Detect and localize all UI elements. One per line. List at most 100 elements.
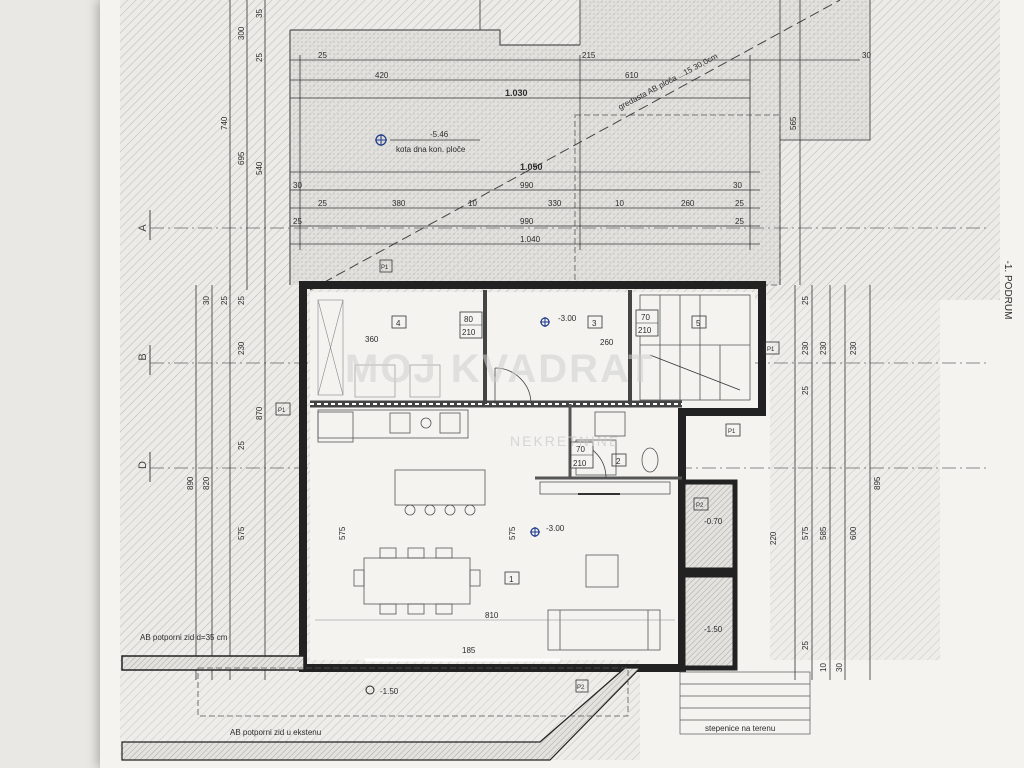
dim-left-25c: 25 <box>220 296 229 305</box>
dim-right-895: 895 <box>873 476 882 490</box>
dining-table <box>353 547 481 615</box>
room-number-3: 3 <box>592 319 597 328</box>
dim-top-r4a: 25 <box>318 199 327 208</box>
dim-left-695: 695 <box>237 151 246 165</box>
dim-left-890: 890 <box>186 476 195 490</box>
dim-left-25d: 25 <box>237 441 246 450</box>
bottom-dim: 185 <box>462 646 476 655</box>
staircase <box>639 294 751 401</box>
dim-top-r4c: 10 <box>468 199 477 208</box>
door-210-b: 210 <box>638 326 652 335</box>
level-top-note: kota dna kon. ploče <box>396 145 466 154</box>
room-numbers: 4 3 5 2 1 <box>391 315 707 585</box>
dim-left-870: 870 <box>255 406 264 420</box>
watermark-text: MOJ KVADRAT <box>345 347 654 391</box>
door-210-c: 210 <box>573 459 587 468</box>
dim-left-35: 35 <box>255 9 264 18</box>
tag-4: P1 <box>728 429 736 435</box>
dim-top-r5c: 25 <box>735 217 744 226</box>
dim-top-total2: 1.050 <box>520 162 543 172</box>
dim-top-total3: 1.040 <box>520 235 541 244</box>
dim-top-r4f: 260 <box>681 199 695 208</box>
watermark: MOJ KVADRAT NEKRETNINE <box>345 347 654 449</box>
wall-note-2: AB potporni zid u ekstenu <box>230 728 321 737</box>
dim-top-r2b: 610 <box>625 71 639 80</box>
dim-top-r4e: 10 <box>615 199 624 208</box>
room-dim-360: 360 <box>365 335 379 344</box>
axis-label-a: A <box>137 224 149 232</box>
dim-left-575: 575 <box>237 526 246 540</box>
living-area <box>539 481 671 651</box>
door-70-a: 70 <box>641 313 650 322</box>
axis-label-b: B <box>137 353 149 360</box>
tag-1: P1 <box>381 265 389 271</box>
dim-left-540: 540 <box>255 161 264 175</box>
dim-right-565: 565 <box>789 116 798 130</box>
room-number-5: 5 <box>696 319 701 328</box>
dim-top-r4b: 380 <box>392 199 406 208</box>
door-210-a: 210 <box>462 328 476 337</box>
room-dim-810: 810 <box>485 611 499 620</box>
dim-top-r1a: 25 <box>318 51 327 60</box>
dim-top-r4d: 330 <box>548 199 562 208</box>
dim-right-600: 600 <box>849 526 858 540</box>
right-dimension-lines <box>779 0 871 680</box>
room-dim-575b: 575 <box>508 526 517 540</box>
dim-top-r5a: 25 <box>293 217 302 226</box>
dim-right-230b: 230 <box>819 341 828 355</box>
level-room-3: -3.00 <box>558 314 577 323</box>
room-dimensions: 360 260 575 575 810 <box>315 335 675 621</box>
tag-2: P1 <box>278 408 286 414</box>
retaining-wall: AB potporni zid d=35 cm AB potporni zid … <box>121 633 642 761</box>
dim-right-230: 230 <box>801 341 810 355</box>
dim-left-25: 25 <box>255 53 264 62</box>
dim-top-total1: 1.030 <box>505 88 528 98</box>
dim-left-740: 740 <box>220 116 229 130</box>
level-south: -1.50 <box>380 687 399 696</box>
dim-right-585: 585 <box>819 526 828 540</box>
tag-6: P2 <box>577 685 585 691</box>
utility-room <box>317 299 441 398</box>
dim-top-r3b: 990 <box>520 181 534 190</box>
dim-left-230: 230 <box>237 341 246 355</box>
dim-top-r3a: 30 <box>293 181 302 190</box>
dim-top-r1b: 215 <box>582 51 596 60</box>
room-number-1: 1 <box>509 575 514 584</box>
room-number-2: 2 <box>616 457 621 466</box>
section-tags: P1 P1 P1 P1 P2 P2 <box>275 259 780 693</box>
dim-top-r2a: 420 <box>375 71 389 80</box>
room-number-4: 4 <box>396 319 401 328</box>
outdoor-stairs-label: stepenice na terenu <box>705 724 775 733</box>
kitchen <box>317 409 486 516</box>
dim-right-25b: 25 <box>801 386 810 395</box>
dim-left-820: 820 <box>202 476 211 490</box>
room-dim-575a: 575 <box>338 526 347 540</box>
dim-left-30: 30 <box>202 296 211 305</box>
door-tags: 80 210 70 210 70 210 <box>459 309 659 469</box>
wall-note-1: AB potporni zid d=35 cm <box>140 633 228 642</box>
building-interior <box>310 292 755 660</box>
dim-top-r1c: 30 <box>862 51 871 60</box>
door-80: 80 <box>464 315 473 324</box>
room-dim-260: 260 <box>600 338 614 347</box>
dim-top-r3c: 30 <box>733 181 742 190</box>
dim-left-300: 300 <box>237 26 246 40</box>
door-70-b: 70 <box>576 445 585 454</box>
dim-right-220: 220 <box>769 531 778 545</box>
axis-label-d: D <box>137 461 149 469</box>
drawing-sheet: A B D 25 215 30 420 610 1.030 1.050 30 9… <box>100 0 1024 768</box>
top-dimensions <box>290 55 860 250</box>
dim-right-230c: 230 <box>849 341 858 355</box>
level-room-1: -3.00 <box>546 524 565 533</box>
dim-top-r5b: 990 <box>520 217 534 226</box>
side-storage <box>680 479 738 671</box>
dim-top-r4g: 25 <box>735 199 744 208</box>
dim-right-30: 30 <box>835 663 844 672</box>
dim-right-10: 10 <box>819 663 828 672</box>
left-dimension-labels: 740 695 540 25 35 300 870 820 890 575 23… <box>186 9 264 540</box>
floor-plan: A B D 25 215 30 420 610 1.030 1.050 30 9… <box>120 0 1013 761</box>
tag-5: P2 <box>696 503 704 509</box>
level-markers: -3.00 -3.00 -0.70 -1.50 -1.50 <box>365 314 723 696</box>
dim-right-575: 575 <box>801 526 810 540</box>
watermark-subtext: NEKRETNINE <box>510 433 620 449</box>
